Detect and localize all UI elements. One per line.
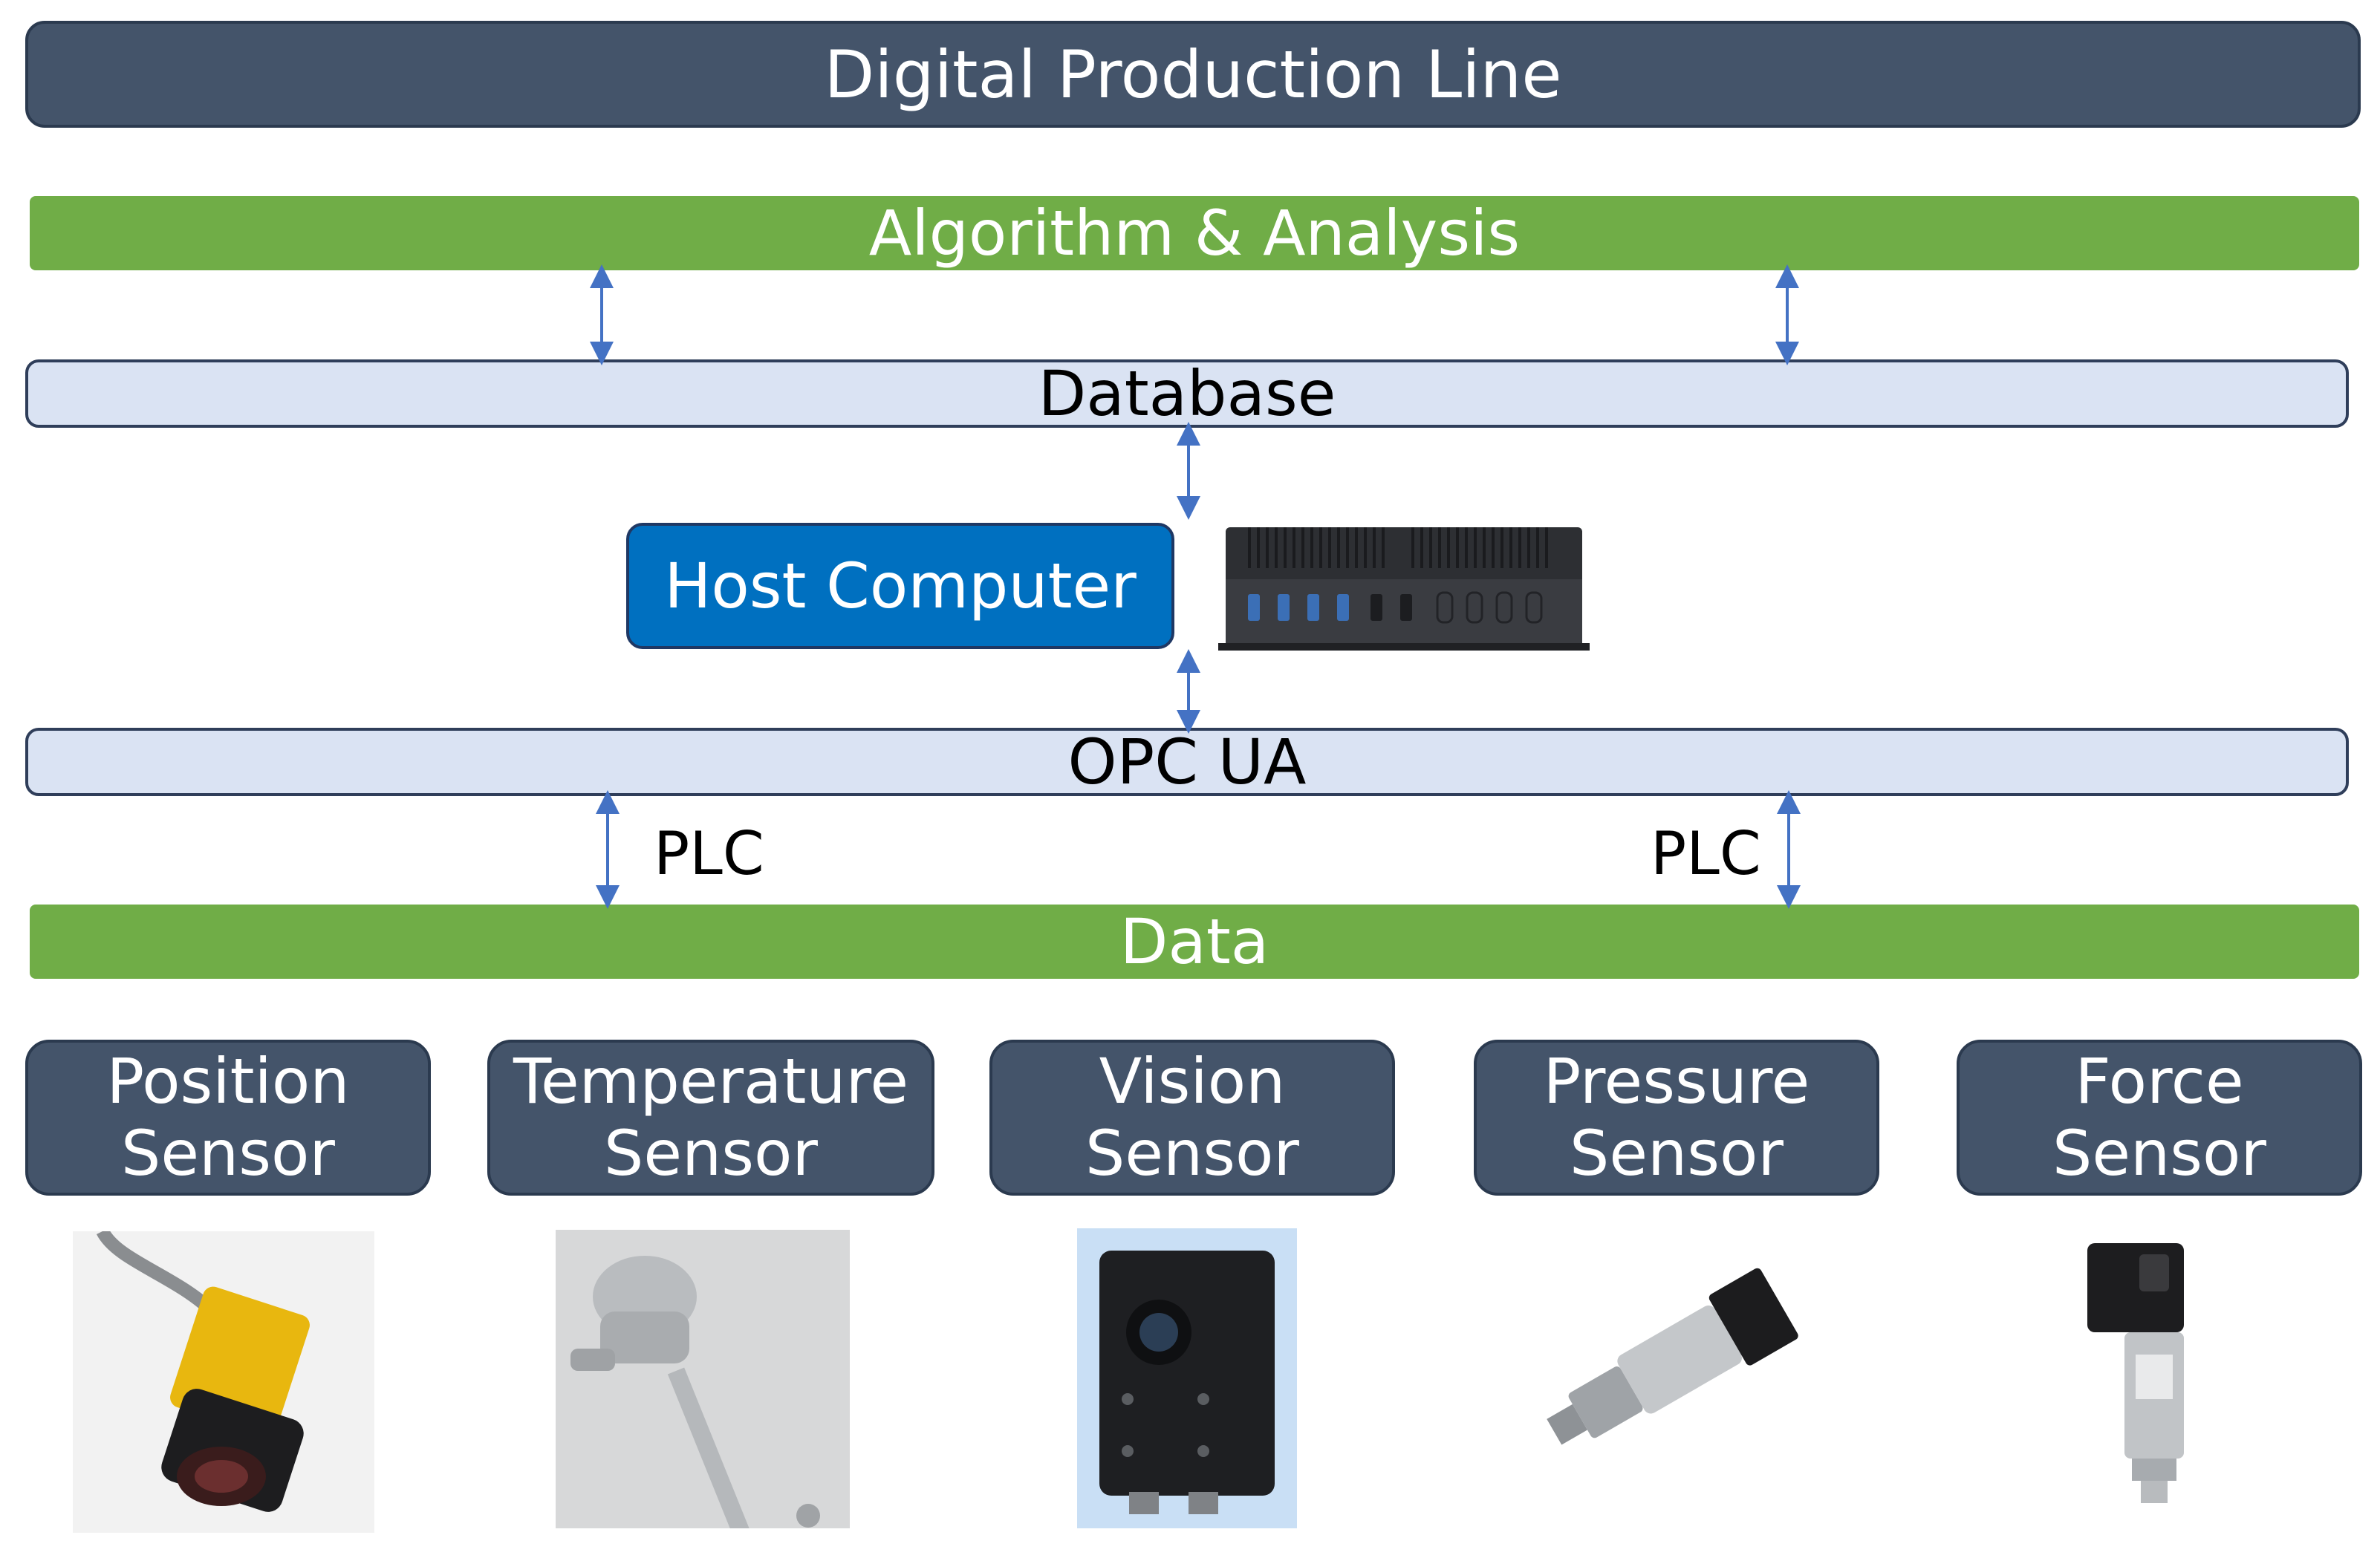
database-bar: Database — [25, 357, 2349, 430]
force-sensor-image — [2072, 1236, 2228, 1511]
plc-label-right: PLC — [1651, 819, 1761, 888]
database-label: Database — [1038, 357, 1336, 430]
host-computer-label: Host Computer — [664, 550, 1137, 622]
opc-ua-label: OPC UA — [1067, 726, 1307, 798]
plc-label-left: PLC — [654, 819, 764, 888]
position-sensor-line1: Position — [106, 1045, 350, 1118]
host-computer-box: Host Computer — [626, 523, 1174, 649]
position-sensor-line2: Sensor — [121, 1117, 335, 1190]
force-sensor-line1: Force — [2075, 1045, 2244, 1118]
pressure-sensor-line1: Pressure — [1543, 1045, 1810, 1118]
temperature-sensor-image — [556, 1230, 850, 1528]
temperature-sensor-line2: Sensor — [604, 1117, 818, 1190]
industrial-pc-image — [1218, 512, 1590, 654]
position-sensor-box: Position Sensor — [25, 1040, 431, 1196]
position-sensor-image — [73, 1231, 374, 1533]
algorithm-analysis-label: Algorithm & Analysis — [868, 197, 1521, 270]
pressure-sensor-line2: Sensor — [1570, 1117, 1784, 1190]
vision-sensor-box: Vision Sensor — [989, 1040, 1395, 1196]
force-sensor-box: Force Sensor — [1957, 1040, 2362, 1196]
vision-sensor-line2: Sensor — [1085, 1117, 1299, 1190]
temperature-sensor-box: Temperature Sensor — [487, 1040, 934, 1196]
algorithm-analysis-bar: Algorithm & Analysis — [30, 196, 2359, 270]
title-text: Digital Production Line — [824, 36, 1562, 113]
temperature-sensor-line1: Temperature — [513, 1045, 909, 1118]
data-bar: Data — [30, 905, 2359, 979]
pressure-sensor-image — [1523, 1255, 1827, 1478]
vision-sensor-image — [1077, 1228, 1297, 1528]
opc-ua-bar: OPC UA — [25, 726, 2349, 798]
pressure-sensor-box: Pressure Sensor — [1474, 1040, 1879, 1196]
force-sensor-line2: Sensor — [2052, 1117, 2266, 1190]
data-label: Data — [1119, 905, 1269, 978]
vision-sensor-line1: Vision — [1099, 1045, 1286, 1118]
title-bar: Digital Production Line — [25, 21, 2361, 128]
